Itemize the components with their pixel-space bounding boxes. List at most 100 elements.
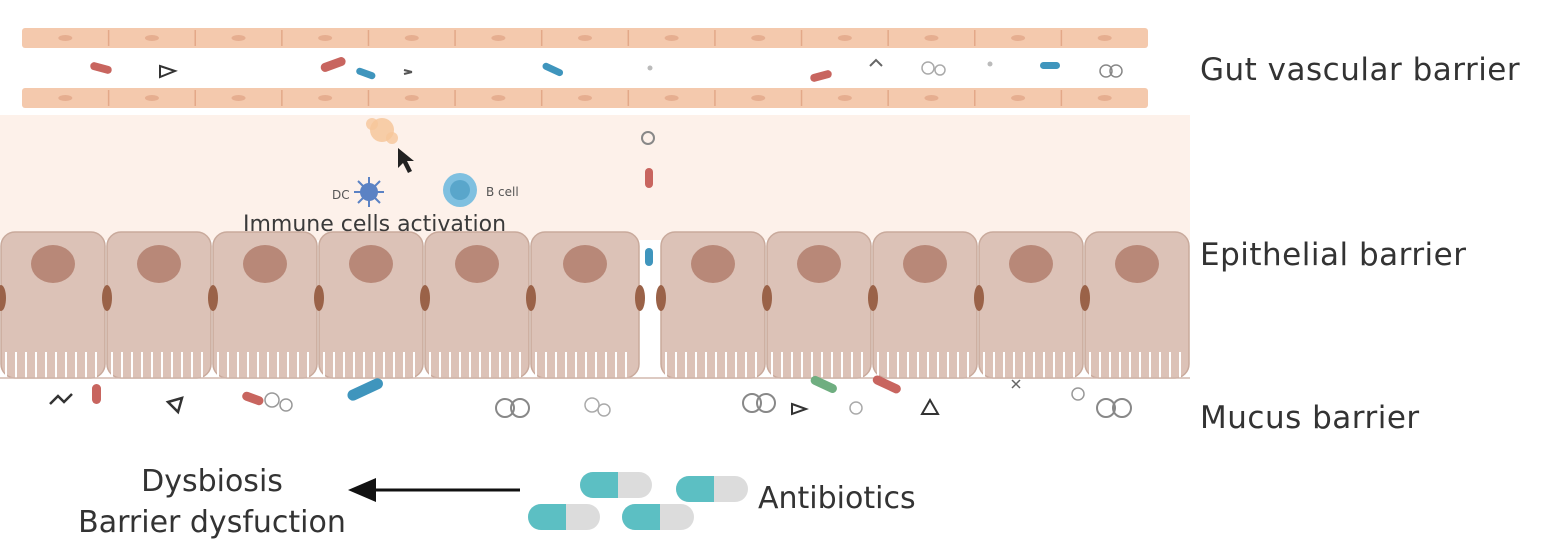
particle-icon [757, 394, 775, 412]
cell-nucleus [1115, 245, 1159, 283]
vessel-wall-top [22, 28, 1148, 48]
bacterium-icon [809, 69, 832, 82]
mucus-layer-contents [50, 374, 1131, 417]
virus-particle-icon [1012, 380, 1020, 388]
capsule-icon [622, 504, 694, 530]
tight-junction [974, 285, 984, 311]
cell-nucleus [31, 245, 75, 283]
tight-junction [1080, 285, 1090, 311]
capsule-icon [676, 476, 748, 502]
endothelial-nucleus [145, 35, 159, 41]
tight-junction [314, 285, 324, 311]
endothelial-nucleus [491, 35, 505, 41]
mucus-barrier-label: Mucus barrier [1200, 400, 1420, 436]
cell-nucleus [1009, 245, 1053, 283]
endothelial-nucleus [751, 95, 765, 101]
endothelial-nucleus [1011, 35, 1025, 41]
epithelial-barrier-label: Epithelial barrier [1200, 237, 1467, 273]
cell-nucleus [903, 245, 947, 283]
capsule-half-teal [622, 504, 660, 530]
triangle-particle-icon [922, 400, 938, 414]
cell-nucleus [691, 245, 735, 283]
capsule-icon [528, 504, 600, 530]
endothelial-nucleus [751, 35, 765, 41]
virus-particle-icon [870, 60, 882, 66]
bacterium-icon [346, 376, 385, 402]
tight-junction [208, 285, 218, 311]
capsule-half-teal [580, 472, 618, 498]
tight-junction [102, 285, 112, 311]
lamina-propria [0, 115, 1190, 240]
bacterium-icon [1040, 62, 1060, 69]
endothelial-nucleus [924, 35, 938, 41]
endothelial-nucleus [405, 35, 419, 41]
triangle-particle-icon [168, 398, 182, 412]
vessel-wall-bottom [22, 88, 1148, 108]
tight-junction [656, 285, 666, 311]
cell-nucleus [563, 245, 607, 283]
endothelial-nucleus [665, 35, 679, 41]
endothelial-nucleus [58, 95, 72, 101]
virus-particle-icon [404, 70, 412, 74]
cell-nucleus [455, 245, 499, 283]
endothelial-nucleus [58, 35, 72, 41]
bacterium-icon [319, 56, 347, 73]
endothelial-nucleus [838, 35, 852, 41]
endothelial-nucleus [318, 95, 332, 101]
cell-nucleus [797, 245, 841, 283]
endothelial-nucleus [578, 95, 592, 101]
particle-icon [988, 62, 993, 67]
bacterium-icon [645, 168, 653, 188]
endothelial-nucleus [491, 95, 505, 101]
endothelial-nucleus [1011, 95, 1025, 101]
bacterium-icon [241, 390, 265, 406]
gut-vascular-barrier-label: Gut vascular barrier [1200, 52, 1520, 88]
vessel-lumen-contents [89, 56, 1122, 83]
endothelial-nucleus [232, 95, 246, 101]
tight-junction [420, 285, 430, 311]
b-cell-label: B cell [486, 185, 519, 199]
capsule-icon [580, 472, 652, 498]
endothelial-nucleus [665, 95, 679, 101]
tight-junction [762, 285, 772, 311]
endothelial-nucleus [1098, 95, 1112, 101]
cell-nucleus [349, 245, 393, 283]
arrow-left-icon [348, 478, 520, 502]
dc-label: DC [332, 188, 350, 202]
endothelial-nucleus [145, 95, 159, 101]
particle-icon [585, 398, 599, 412]
dysbiosis-label: Dysbiosis [141, 464, 283, 499]
particle-icon [1072, 388, 1084, 400]
endothelial-nucleus [924, 95, 938, 101]
endothelial-nucleus [578, 35, 592, 41]
cell-nucleus [137, 245, 181, 283]
particle-icon [265, 393, 279, 407]
b-cell-icon [443, 173, 477, 207]
dendritic-cell-icon [354, 177, 384, 207]
triangle-particle-icon [160, 66, 175, 77]
bacterium-icon [92, 384, 101, 404]
particle-icon [648, 66, 653, 71]
cell-nucleus [243, 245, 287, 283]
epithelial-layer [0, 232, 1190, 378]
bacterium-icon [355, 67, 376, 80]
endothelial-nucleus [838, 95, 852, 101]
barrier-dysfunction-label: Barrier dysfuction [78, 505, 346, 540]
particle-icon [598, 404, 610, 416]
virus-particle-icon [50, 394, 72, 404]
capsule-half-teal [528, 504, 566, 530]
endothelial-nucleus [232, 35, 246, 41]
endothelial-nucleus [1098, 35, 1112, 41]
particle-icon [280, 399, 292, 411]
bacterium-icon [645, 248, 653, 266]
bacterium-icon [89, 61, 112, 74]
capsule-half-teal [676, 476, 714, 502]
triangle-particle-icon [792, 404, 806, 414]
particle-icon [935, 65, 945, 75]
bacterium-icon [541, 62, 564, 78]
antibiotics-label: Antibiotics [758, 481, 916, 516]
tight-junction [635, 285, 645, 311]
antibiotic-capsules [528, 472, 748, 530]
tight-junction [868, 285, 878, 311]
endothelial-nucleus [318, 35, 332, 41]
